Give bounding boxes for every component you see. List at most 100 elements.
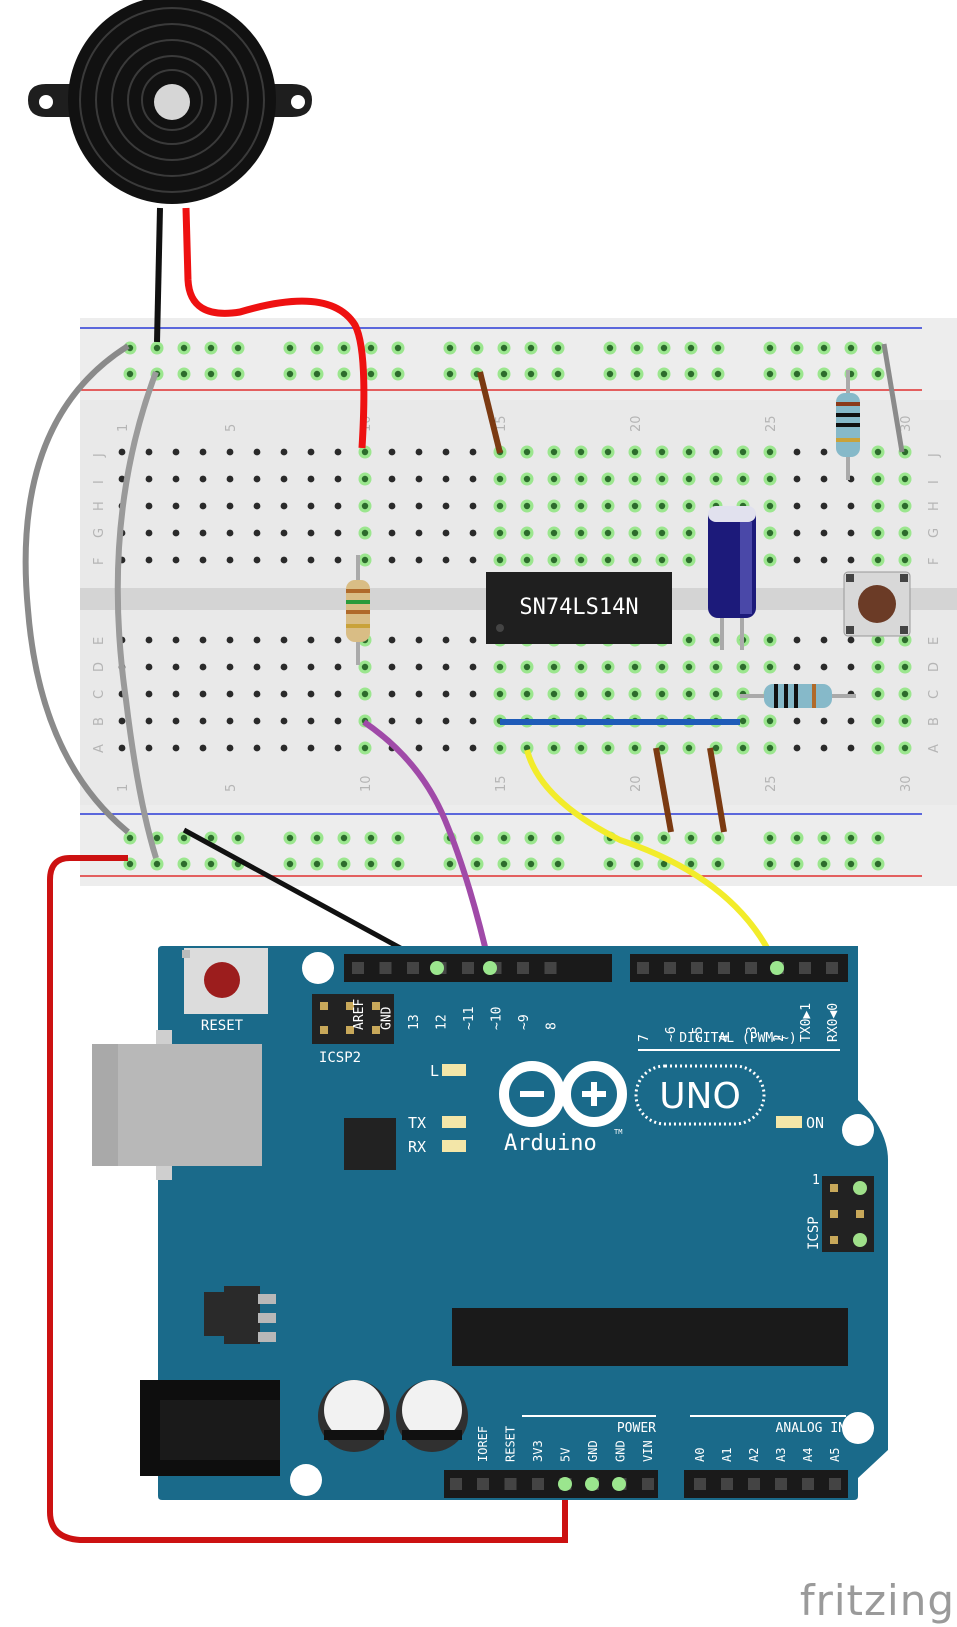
purple-wire xyxy=(362,719,493,969)
bb-row-letter: F xyxy=(92,558,107,565)
header-pin xyxy=(826,962,838,974)
digital-pin-label: AREF xyxy=(352,999,367,1030)
header-pin xyxy=(450,1478,462,1490)
header-pin xyxy=(718,962,730,974)
push-button xyxy=(843,571,911,637)
analog-pin-label: A0 xyxy=(693,1448,707,1462)
brown-wire-2 xyxy=(653,747,674,833)
piezo-buzzer xyxy=(28,0,312,204)
buzzer-black-lead xyxy=(154,207,163,343)
resistor-horizontal xyxy=(740,684,856,708)
power-pin-label: VIN xyxy=(641,1440,655,1462)
header-pin xyxy=(694,1478,706,1490)
connected-pin-marker xyxy=(612,1477,626,1491)
connected-pin-marker xyxy=(770,961,784,975)
power-pin-label: 5V xyxy=(559,1448,573,1462)
analog-pin-label: A5 xyxy=(828,1448,842,1462)
bb-col-number-top: 20 xyxy=(629,415,644,432)
brown-wire-3 xyxy=(707,747,727,833)
gray-wire-2 xyxy=(114,370,159,859)
analog-pin-label: A1 xyxy=(720,1448,734,1462)
header-pin xyxy=(745,962,757,974)
digital-pin-label: 7 xyxy=(637,1034,652,1042)
bb-row-letter: G xyxy=(92,528,107,538)
led-l-label: L xyxy=(430,1062,439,1080)
digital-pin-label: ~9 xyxy=(517,1014,532,1030)
header-pin xyxy=(664,962,676,974)
buzzer-red-lead xyxy=(182,207,368,449)
header-pin xyxy=(721,1478,733,1490)
digital-pin-label: 13 xyxy=(407,1014,422,1030)
digital-pin-label: RX0◀0 xyxy=(826,1003,841,1042)
bb-row-letter: F xyxy=(927,558,942,565)
digital-pin-label: 4 xyxy=(718,1034,733,1042)
bb-row-letter: D xyxy=(92,662,107,672)
icsp-pin1-label: 1 xyxy=(812,1173,820,1188)
digital-pin-label: ~6 xyxy=(664,1026,679,1042)
header-pin xyxy=(504,1478,517,1490)
bb-row-letter: H xyxy=(92,501,107,511)
header-pin xyxy=(829,1478,841,1490)
bb-col-number-bottom: 25 xyxy=(764,775,779,792)
power-pin-label: IOREF xyxy=(476,1426,490,1462)
bb-row-letter: B xyxy=(927,717,942,726)
bb-col-number-bottom: 1 xyxy=(116,784,131,792)
ic-label: SN74LS14N xyxy=(519,595,638,620)
header-pin xyxy=(775,1478,787,1490)
arduino-model: UNO xyxy=(659,1076,741,1117)
brown-wire-1 xyxy=(477,371,503,454)
bb-col-number-bottom: 10 xyxy=(359,775,374,792)
digital-pin-label: GND xyxy=(380,1006,395,1030)
header-pin xyxy=(802,1478,814,1490)
connected-pin-marker xyxy=(430,961,444,975)
bb-row-letter: C xyxy=(927,690,942,699)
digital-pin-label: ~3 xyxy=(745,1026,760,1042)
analog-pin-label: A4 xyxy=(801,1448,815,1462)
bb-row-letter: B xyxy=(92,717,107,726)
digital-pin-label: 2 xyxy=(772,1034,787,1042)
header-pin xyxy=(407,962,419,974)
header-pin xyxy=(532,1478,544,1490)
icsp2-label: ICSP2 xyxy=(319,1050,361,1066)
digital-pin-label: ~10 xyxy=(490,1007,505,1030)
header-pin xyxy=(477,1478,489,1490)
header-pin xyxy=(642,1478,654,1490)
black-wire xyxy=(182,827,439,971)
ic-chip: SN74LS14N xyxy=(486,572,672,644)
bb-row-letter: J xyxy=(927,453,942,458)
bb-col-number-bottom: 15 xyxy=(494,775,509,792)
bb-col-number-top: 25 xyxy=(764,415,779,432)
resistor-left xyxy=(346,555,370,665)
analog-label: ANALOG IN xyxy=(776,1421,846,1436)
header-pin xyxy=(517,962,529,974)
analog-pin-label: A2 xyxy=(747,1448,761,1462)
digital-pin-label: ~11 xyxy=(462,1007,477,1030)
bb-row-letter: I xyxy=(927,480,942,484)
bb-col-number-top: 1 xyxy=(116,424,131,432)
power-label: POWER xyxy=(617,1421,656,1436)
bb-row-letter: E xyxy=(92,637,107,645)
resistor-top-right xyxy=(836,370,860,480)
header-pin xyxy=(352,962,364,974)
header-pin xyxy=(379,962,392,974)
connected-pin-marker xyxy=(558,1477,572,1491)
connected-pin-marker xyxy=(483,961,497,975)
bb-row-letter: A xyxy=(927,744,942,753)
gray-wire-3 xyxy=(881,343,905,453)
header-pin xyxy=(544,962,557,974)
bb-col-number-top: 30 xyxy=(899,415,914,432)
icsp-label: ICSP xyxy=(806,1216,822,1250)
led-on-label: ON xyxy=(806,1114,824,1132)
digital-pin-label: ~5 xyxy=(691,1026,706,1042)
header-pin xyxy=(748,1478,760,1490)
power-pin-label: GND xyxy=(586,1440,600,1462)
header-pin xyxy=(637,962,649,974)
bb-row-letter: J xyxy=(92,453,107,458)
bb-col-number-bottom: 30 xyxy=(899,775,914,792)
bb-row-letter: I xyxy=(92,480,107,484)
bb-col-number-bottom: 20 xyxy=(629,775,644,792)
header-pin xyxy=(691,962,703,974)
reset-label: RESET xyxy=(201,1018,244,1034)
